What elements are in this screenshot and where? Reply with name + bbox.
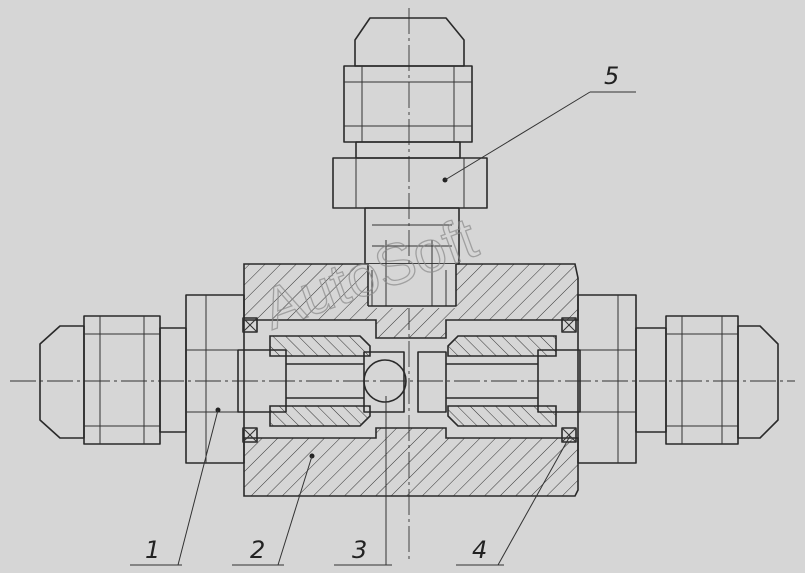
check-ball	[363, 359, 407, 403]
callouts: 1 2 3 4 5	[130, 62, 636, 566]
right-fitting	[577, 294, 779, 464]
callout-label-5: 5	[604, 62, 619, 90]
callout-label-2: 2	[250, 536, 265, 564]
top-fitting	[332, 17, 488, 265]
inner-sleeve	[237, 335, 581, 427]
callout-label-1: 1	[145, 536, 160, 564]
callout-label-4: 4	[472, 536, 487, 564]
o-rings	[242, 317, 577, 443]
valve-body	[243, 240, 579, 497]
watermark: AutoSoft	[254, 205, 485, 342]
callout-label-3: 3	[352, 536, 367, 564]
left-fitting	[39, 294, 245, 464]
